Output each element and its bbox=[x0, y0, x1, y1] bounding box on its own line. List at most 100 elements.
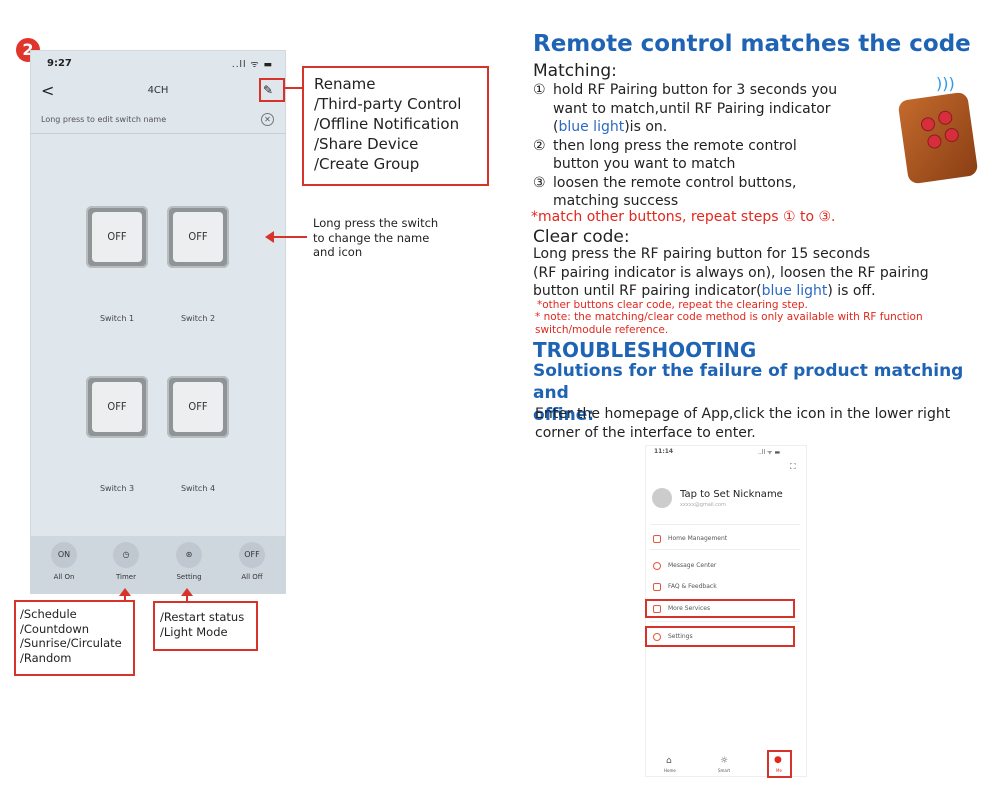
step-3-num: ③ bbox=[533, 174, 546, 191]
email-label: xxxxx@gmail.com bbox=[680, 502, 726, 508]
scan-icon[interactable]: ⛶ bbox=[790, 462, 796, 471]
switch-2-button[interactable]: OFF bbox=[167, 206, 229, 268]
note-clear: *other buttons clear code, repeat the cl… bbox=[537, 299, 808, 311]
long-press-note: Long press the switch to change the name… bbox=[313, 216, 438, 260]
switch-4-button[interactable]: OFF bbox=[167, 376, 229, 438]
timer-icon[interactable]: ◷ bbox=[113, 542, 139, 568]
step-1-line-2: want to match,until RF Pairing indicator bbox=[553, 100, 831, 117]
menu-callout-box: Rename /Third-party Control /Offline Not… bbox=[302, 66, 489, 186]
faq-icon bbox=[653, 583, 661, 591]
all-off-label: All Off bbox=[241, 573, 263, 581]
long-press-line-1: Long press the switch bbox=[313, 216, 439, 230]
setting-callout-box: /Restart status /Light Mode bbox=[153, 601, 258, 651]
note-rf-2: switch/module reference. bbox=[535, 324, 669, 336]
switch-1-state: OFF bbox=[92, 212, 142, 262]
home-mgmt-icon bbox=[653, 535, 661, 543]
menu-message-center[interactable]: Message Center bbox=[668, 562, 717, 569]
page-title: 4CH bbox=[147, 85, 169, 96]
menu-faq[interactable]: FAQ & Feedback bbox=[668, 583, 717, 590]
setting-icon[interactable]: ⊛ bbox=[176, 542, 202, 568]
sp-time: 11:14 bbox=[654, 448, 674, 455]
tab-smart[interactable]: Smart bbox=[718, 768, 731, 773]
long-press-line-3: and icon bbox=[313, 245, 363, 259]
me-tab-icon[interactable]: ● bbox=[774, 755, 782, 765]
timer-label: Timer bbox=[115, 573, 136, 581]
callout-share: /Share Device bbox=[314, 135, 419, 153]
main-heading: Remote control matches the code bbox=[533, 31, 971, 57]
all-on-label: All On bbox=[53, 573, 75, 581]
timer-callout-box: /Schedule /Countdown /Sunrise/Circulate … bbox=[14, 600, 135, 676]
edit-icon[interactable]: ✎ bbox=[263, 83, 274, 97]
step-2-line-2: button you want to match bbox=[553, 156, 736, 172]
switch-1-button[interactable]: OFF bbox=[86, 206, 148, 268]
sp-divider bbox=[650, 549, 800, 550]
solutions-heading: Solutions for the failure of product mat… bbox=[533, 360, 1000, 426]
callout-third-party: /Third-party Control bbox=[314, 95, 462, 113]
arrow-head-icon bbox=[265, 231, 274, 243]
enter-line-1: Enter the homepage of App,click the icon… bbox=[535, 406, 951, 422]
step-2-num: ② bbox=[533, 137, 546, 154]
tab-home[interactable]: Home bbox=[664, 768, 676, 773]
setting-arrow-icon bbox=[181, 588, 193, 596]
nickname-label[interactable]: Tap to Set Nickname bbox=[680, 489, 783, 500]
remote-control-icon bbox=[897, 91, 979, 185]
clear-line-3: button until RF pairing indicator(blue l… bbox=[533, 282, 973, 301]
step-1-line-1: hold RF Pairing button for 3 seconds you bbox=[553, 82, 838, 98]
more-services-icon bbox=[653, 605, 661, 613]
setting-light-mode: /Light Mode bbox=[160, 624, 228, 639]
phone-screen: 9:27 ..ll ᯤ ▬ < 4CH ✎ Long press to edit… bbox=[30, 50, 286, 594]
enter-text: Enter the homepage of App,click the icon… bbox=[535, 405, 950, 442]
avatar[interactable] bbox=[652, 488, 672, 508]
step-1-num: ① bbox=[533, 82, 546, 98]
home-tab-icon[interactable]: ⌂ bbox=[666, 756, 672, 766]
matching-steps: ① hold RF Pairing button for 3 seconds y… bbox=[533, 81, 893, 211]
clear-pre: button until RF pairing indicator( bbox=[533, 283, 762, 299]
repeat-note: *match other buttons, repeat steps ① to … bbox=[531, 209, 836, 225]
menu-more-services[interactable]: More Services bbox=[668, 605, 711, 612]
clear-post: ) is off. bbox=[827, 283, 876, 299]
sp-status: ..ll ᯤ ▬ bbox=[758, 449, 781, 456]
switch-2-state: OFF bbox=[173, 212, 223, 262]
menu-settings[interactable]: Settings bbox=[668, 633, 693, 640]
timer-arrow-icon bbox=[119, 588, 131, 596]
switch-4-label: Switch 4 bbox=[180, 484, 216, 493]
step-3-line-2: matching success bbox=[553, 193, 679, 209]
switch-3-button[interactable]: OFF bbox=[86, 376, 148, 438]
connector-line bbox=[283, 87, 303, 89]
all-off-button[interactable]: OFF bbox=[239, 542, 265, 568]
switch-1-label: Switch 1 bbox=[99, 314, 135, 323]
sp-divider bbox=[650, 524, 800, 525]
setting-restart: /Restart status bbox=[160, 610, 245, 624]
all-on-button[interactable]: ON bbox=[51, 542, 77, 568]
close-icon[interactable]: ✕ bbox=[261, 113, 274, 126]
switch-3-label: Switch 3 bbox=[99, 484, 135, 493]
setting-label: Setting bbox=[176, 573, 202, 581]
settings-icon bbox=[653, 633, 661, 641]
menu-home-management[interactable]: Home Management bbox=[668, 535, 728, 542]
timer-random: /Random bbox=[20, 650, 72, 665]
step-1-line-3: (blue light)is on. bbox=[553, 118, 837, 137]
clear-blue: blue light bbox=[761, 283, 828, 299]
edit-highlight bbox=[259, 78, 285, 102]
settings-highlight bbox=[645, 626, 795, 647]
more-services-highlight bbox=[645, 599, 795, 618]
troubleshooting-heading: TROUBLESHOOTING bbox=[533, 338, 757, 362]
step-1-post: )is on. bbox=[624, 119, 668, 135]
step-3-line-1: loosen the remote control buttons, bbox=[553, 174, 797, 191]
timer-schedule: /Schedule bbox=[20, 607, 77, 621]
tab-me[interactable]: Me bbox=[776, 768, 782, 773]
enter-line-2: corner of the interface to enter. bbox=[535, 424, 756, 441]
message-icon bbox=[653, 562, 661, 570]
arrow-line bbox=[272, 236, 307, 238]
timer-countdown: /Countdown bbox=[20, 621, 90, 636]
timer-connector bbox=[124, 590, 126, 602]
me-tab-highlight bbox=[767, 750, 792, 778]
edit-hint: Long press to edit switch name bbox=[41, 115, 167, 124]
smart-tab-icon[interactable]: ☼ bbox=[720, 756, 729, 766]
solutions-line-1: Solutions for the failure of product mat… bbox=[533, 361, 964, 403]
solutions-line-2: offine: bbox=[533, 405, 595, 425]
back-icon[interactable]: < bbox=[41, 81, 55, 100]
profile-screen: 11:14 ..ll ᯤ ▬ ⛶ Tap to Set Nickname xxx… bbox=[645, 445, 807, 777]
callout-rename: Rename bbox=[314, 75, 376, 93]
callout-offline: /Offline Notification bbox=[314, 115, 460, 133]
